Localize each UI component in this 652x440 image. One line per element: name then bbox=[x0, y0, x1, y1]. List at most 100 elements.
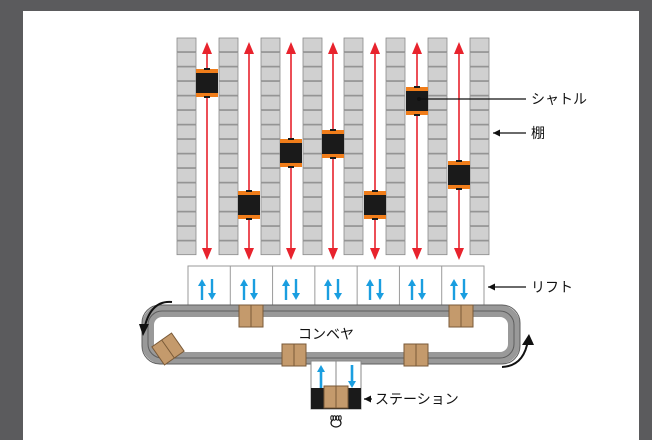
shelf-cell bbox=[427, 168, 448, 183]
shuttle-notch bbox=[456, 188, 462, 190]
rail-arrow-up bbox=[454, 42, 464, 54]
conveyor-inner-edge bbox=[147, 310, 515, 359]
shuttle bbox=[238, 190, 260, 220]
shelf-cell bbox=[427, 153, 448, 169]
shuttle-body bbox=[364, 191, 386, 219]
shelf-cell bbox=[385, 226, 406, 241]
shelf-cell bbox=[385, 124, 406, 140]
shelf-cell bbox=[176, 52, 197, 67]
shelf-cell bbox=[343, 153, 364, 169]
shuttle-bottom-bar bbox=[238, 215, 260, 219]
shuttle bbox=[280, 138, 302, 168]
shelf-label: 棚 bbox=[531, 126, 545, 142]
package bbox=[238, 304, 264, 328]
shelf-cell bbox=[218, 124, 239, 140]
shelf-cell bbox=[260, 182, 281, 198]
shelf-cell bbox=[176, 110, 197, 125]
shelf-cell bbox=[302, 182, 323, 198]
shelf-cell bbox=[427, 240, 448, 256]
station bbox=[310, 360, 362, 428]
lift-arrow-head bbox=[460, 293, 468, 300]
shuttle-bottom-bar bbox=[280, 163, 302, 167]
rail-arrow-up bbox=[412, 42, 422, 54]
shelf-cell bbox=[343, 139, 364, 154]
shuttle bbox=[364, 190, 386, 220]
shelf-cell bbox=[427, 197, 448, 212]
lift-row bbox=[187, 265, 485, 309]
shuttle-bottom-bar bbox=[448, 185, 470, 189]
lift-arrow-head bbox=[198, 279, 206, 286]
rail-arrow-up bbox=[244, 42, 254, 54]
shelf-cell bbox=[469, 168, 490, 183]
shuttle-notch bbox=[330, 157, 336, 159]
lift-arrow-head bbox=[240, 279, 248, 286]
shelf-cell bbox=[385, 81, 406, 96]
lift-arrow-head bbox=[450, 279, 458, 286]
curve-arrow-right-head bbox=[522, 334, 534, 345]
shelf-cell bbox=[302, 110, 323, 125]
shelf-cell bbox=[302, 197, 323, 212]
shelf-cell bbox=[427, 124, 448, 140]
shelf-cell bbox=[343, 240, 364, 256]
shelf-cell bbox=[176, 95, 197, 111]
shuttle-notch bbox=[288, 166, 294, 168]
shuttle-body bbox=[196, 69, 218, 97]
shuttle-notch bbox=[456, 160, 462, 162]
shelf-cell bbox=[176, 139, 197, 154]
shelf-cell bbox=[260, 226, 281, 241]
rail-arrow-down bbox=[328, 248, 338, 260]
lift-arrow-head bbox=[408, 279, 416, 286]
shelf-cell bbox=[302, 168, 323, 183]
shelf-cell bbox=[260, 81, 281, 96]
shelf-cell bbox=[218, 240, 239, 256]
rail-arrow-up bbox=[286, 42, 296, 54]
shelf-cell bbox=[176, 168, 197, 183]
shelf-cell bbox=[427, 110, 448, 125]
shuttle-top-bar bbox=[322, 130, 344, 134]
shelf-cell bbox=[176, 66, 197, 82]
lift-arrow-head bbox=[208, 293, 216, 300]
lift-arrow-head bbox=[348, 381, 356, 388]
shelf-cell bbox=[427, 95, 448, 111]
shelf-cell bbox=[469, 124, 490, 140]
leader-arrow-head bbox=[488, 283, 495, 291]
station-label: ステーション bbox=[375, 392, 459, 408]
shelf-cell bbox=[302, 211, 323, 227]
shelf-cell bbox=[469, 211, 490, 227]
shelf-cell bbox=[385, 197, 406, 212]
shuttle-bottom-bar bbox=[322, 154, 344, 158]
shelf-cell bbox=[385, 139, 406, 154]
curve-arrow-left-head bbox=[139, 324, 149, 336]
shelf-cell bbox=[469, 66, 490, 82]
shelf-cell bbox=[218, 52, 239, 67]
shelf-cell bbox=[343, 211, 364, 227]
shuttle-label: シャトル bbox=[531, 92, 587, 108]
shelf-cell bbox=[302, 66, 323, 82]
shuttle-bottom-bar bbox=[406, 111, 428, 115]
shelf-cell bbox=[176, 226, 197, 241]
shuttle-bottom-bar bbox=[364, 215, 386, 219]
shelf-cell bbox=[427, 182, 448, 198]
leader-arrow-head bbox=[493, 129, 500, 137]
shelf-cell bbox=[302, 81, 323, 96]
package bbox=[448, 304, 474, 328]
shelf-cell bbox=[343, 124, 364, 140]
lift-arrow-head bbox=[376, 293, 384, 300]
rail-arrow-down bbox=[370, 248, 380, 260]
shelf-cell bbox=[218, 197, 239, 212]
shelf-cell bbox=[343, 110, 364, 125]
shelf-cell bbox=[260, 240, 281, 256]
shelf-cell bbox=[385, 211, 406, 227]
shelf-cell bbox=[260, 124, 281, 140]
shelf-cell bbox=[260, 66, 281, 82]
package bbox=[403, 343, 429, 367]
shelf-cell bbox=[469, 139, 490, 154]
shelf-cell bbox=[260, 110, 281, 125]
shelf-cell bbox=[427, 52, 448, 67]
shelf-cell bbox=[302, 37, 323, 53]
shuttle-body bbox=[280, 139, 302, 167]
lift-frame bbox=[187, 265, 485, 309]
shelf-cell bbox=[260, 211, 281, 227]
shelf-cell bbox=[427, 81, 448, 96]
rail-arrow-down bbox=[412, 248, 422, 260]
